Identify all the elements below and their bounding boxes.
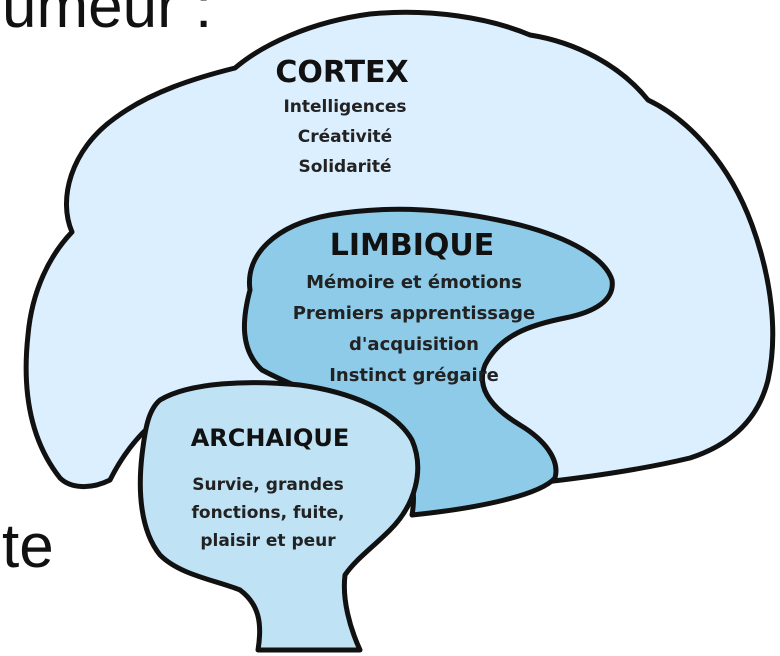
limbique-title: LIMBIQUE	[330, 228, 495, 263]
cortex-line-2: Créativité	[298, 127, 392, 147]
limbique-line-1: Mémoire et émotions	[306, 272, 522, 293]
archaique-title: ARCHAIQUE	[191, 424, 350, 452]
cortex-line-1: Intelligences	[283, 97, 406, 117]
archaique-line-3: plaisir et peur	[200, 531, 336, 551]
archaique-line-2: fonctions, fuite,	[192, 503, 345, 523]
limbique-line-4: Instinct grégaire	[329, 365, 499, 386]
limbique-line-2: Premiers apprentissage	[293, 303, 536, 324]
cortex-title: CORTEX	[275, 55, 408, 90]
limbique-line-3: d'acquisition	[349, 334, 479, 355]
archaique-line-1: Survie, grandes	[192, 475, 344, 495]
cortex-line-3: Solidarité	[298, 157, 391, 177]
